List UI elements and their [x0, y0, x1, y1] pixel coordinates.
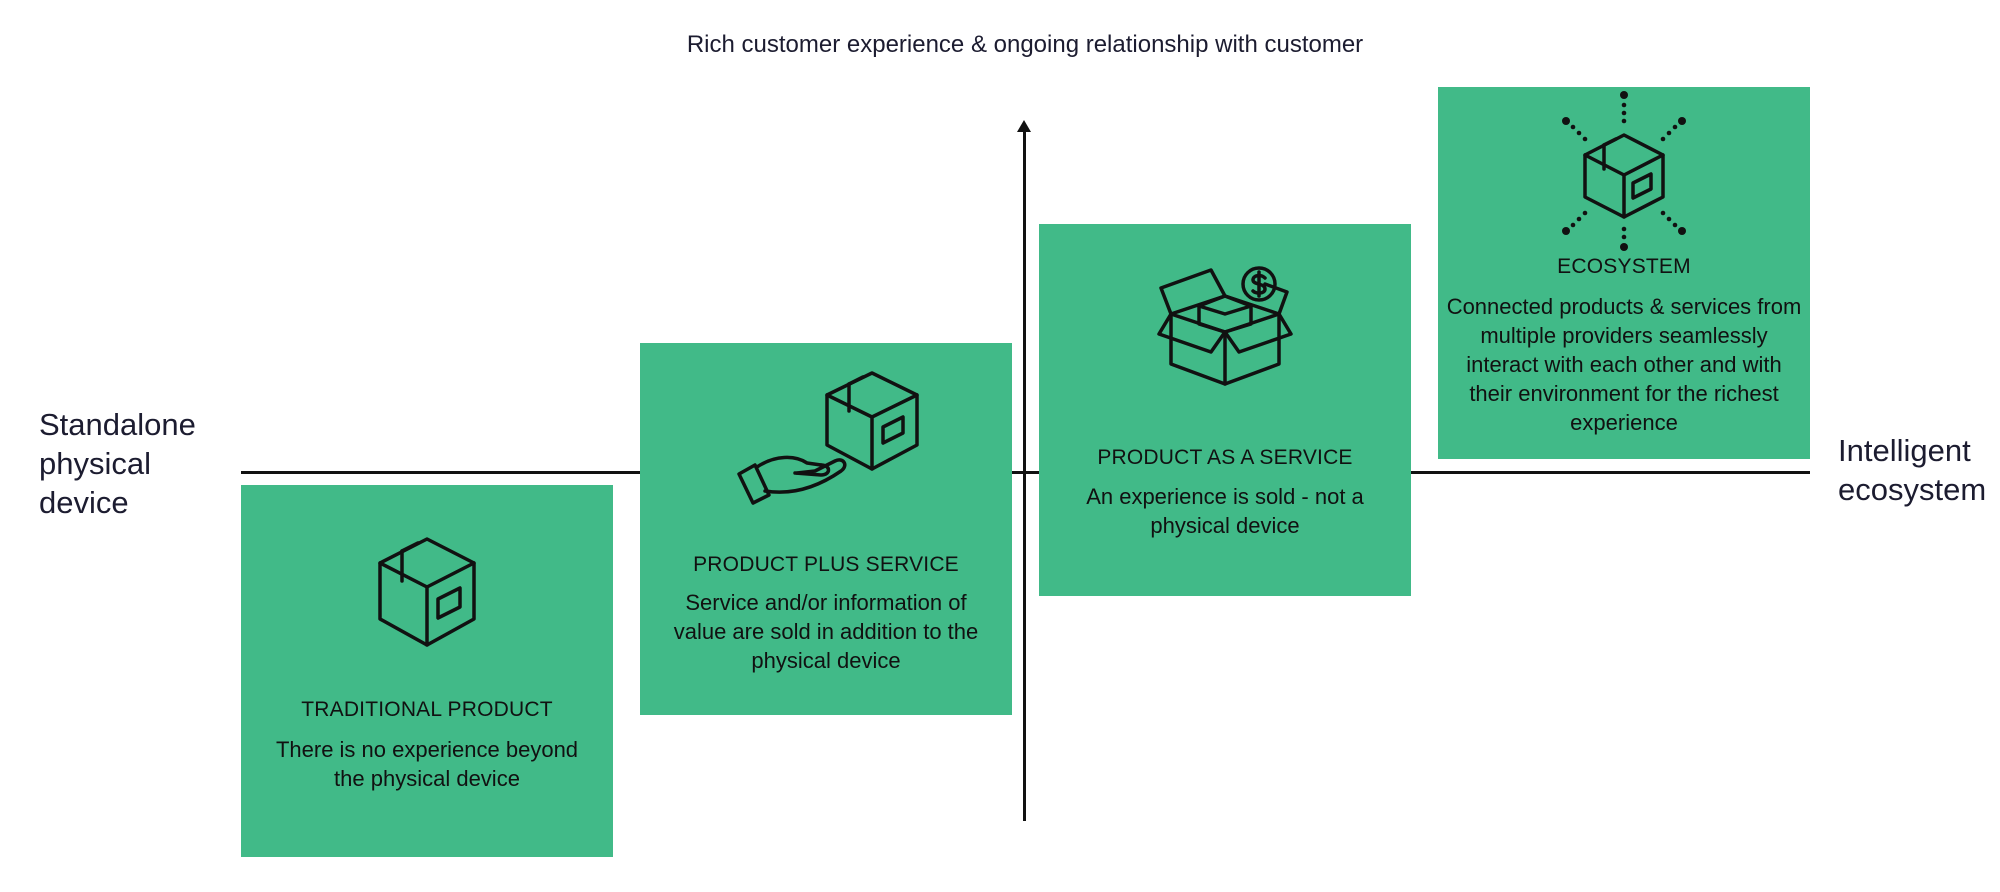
card-title: TRADITIONAL PRODUCT — [301, 698, 553, 721]
card-product-as-a-service: PRODUCT AS A SERVICE An experience is so… — [1039, 224, 1411, 596]
connected-box-icon — [1562, 91, 1686, 251]
right-axis-label: Intelligent ecosystem — [1838, 433, 1987, 507]
card-description: Connected products & services from multi… — [1446, 294, 1802, 435]
card-ecosystem: ECOSYSTEM Connected products & services … — [1438, 87, 1810, 459]
card-traditional-product: TRADITIONAL PRODUCT There is no experien… — [241, 485, 613, 857]
vertical-axis — [1023, 128, 1026, 821]
card-title: PRODUCT PLUS SERVICE — [693, 553, 959, 576]
left-axis-label: Standalone physical device — [39, 407, 196, 520]
box-icon — [378, 537, 476, 647]
card-product-plus-service: PRODUCT PLUS SERVICE Service and/or info… — [640, 343, 1012, 715]
vertical-axis-arrow-icon — [1017, 120, 1031, 132]
card-description: An experience is sold - not a physical d… — [1086, 484, 1364, 538]
card-description: Service and/or information of value are … — [673, 590, 979, 673]
vertical-axis-label: Rich customer experience & ongoing relat… — [686, 31, 1364, 58]
open-box-dollar-icon — [1157, 266, 1293, 386]
card-title: ECOSYSTEM — [1557, 255, 1691, 278]
hand-box-icon — [737, 371, 919, 505]
card-description: There is no experience beyond the physic… — [275, 737, 579, 791]
card-title: PRODUCT AS A SERVICE — [1097, 446, 1353, 469]
